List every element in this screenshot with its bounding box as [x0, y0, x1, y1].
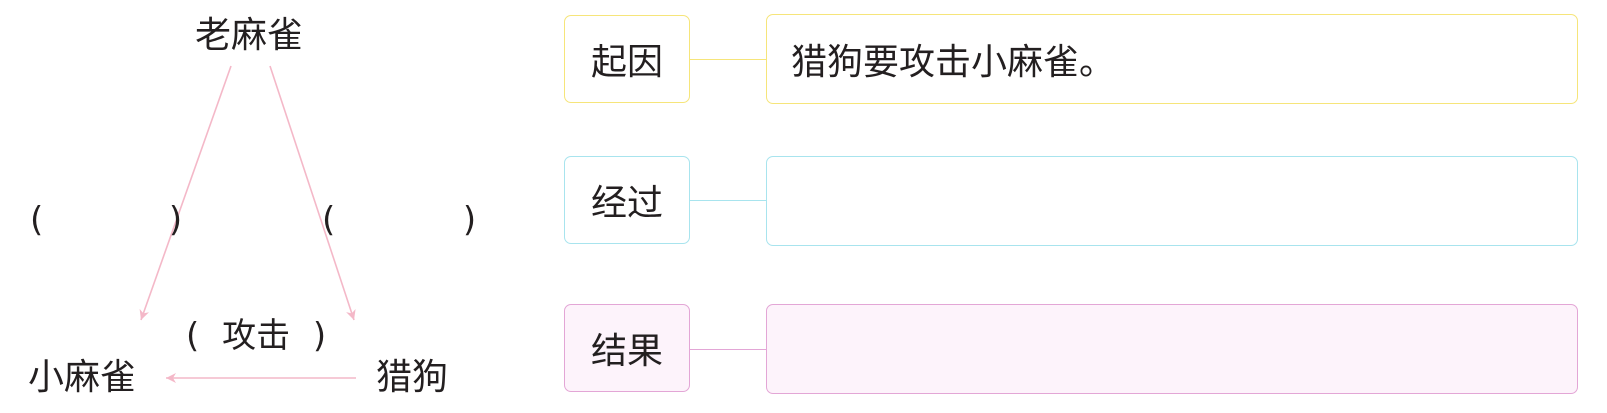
content-result-box[interactable] — [766, 304, 1578, 394]
stage-result-label: 结果 — [590, 331, 663, 372]
connector-development — [690, 200, 766, 201]
open-paren: ( — [322, 200, 336, 240]
node-old-sparrow: 老麻雀 — [195, 15, 304, 56]
relation-blank-right[interactable]: ( ) — [322, 200, 476, 240]
relationship-arrows — [139, 65, 356, 383]
content-cause-text: 猎狗要攻击小麻雀。 — [791, 42, 1116, 83]
node-young-sparrow: 小麻雀 — [28, 357, 137, 398]
content-cause-box[interactable]: 猎狗要攻击小麻雀。 — [766, 14, 1578, 104]
connector-cause — [690, 59, 766, 60]
connector-result — [690, 349, 766, 350]
close-paren: ) — [168, 200, 183, 240]
close-paren: ) — [312, 316, 327, 356]
stage-cause-box: 起因 — [564, 15, 690, 103]
stage-development-label: 经过 — [590, 183, 663, 224]
arrow-top-to-left — [139, 65, 232, 321]
stage-cause-label: 起因 — [590, 42, 663, 83]
close-paren: ) — [462, 200, 477, 240]
relation-answer: 攻击 — [222, 316, 291, 356]
open-paren: ( — [30, 200, 44, 240]
relation-attack: ( 攻击 ) — [186, 316, 326, 356]
stage-development-box: 经过 — [564, 156, 690, 244]
content-development-box[interactable] — [766, 156, 1578, 246]
arrow-top-to-right — [269, 65, 356, 321]
stage-result-box: 结果 — [564, 304, 690, 392]
open-paren: ( — [186, 316, 200, 356]
node-hound: 猎狗 — [376, 357, 449, 398]
relation-blank-left[interactable]: ( ) — [30, 200, 182, 240]
